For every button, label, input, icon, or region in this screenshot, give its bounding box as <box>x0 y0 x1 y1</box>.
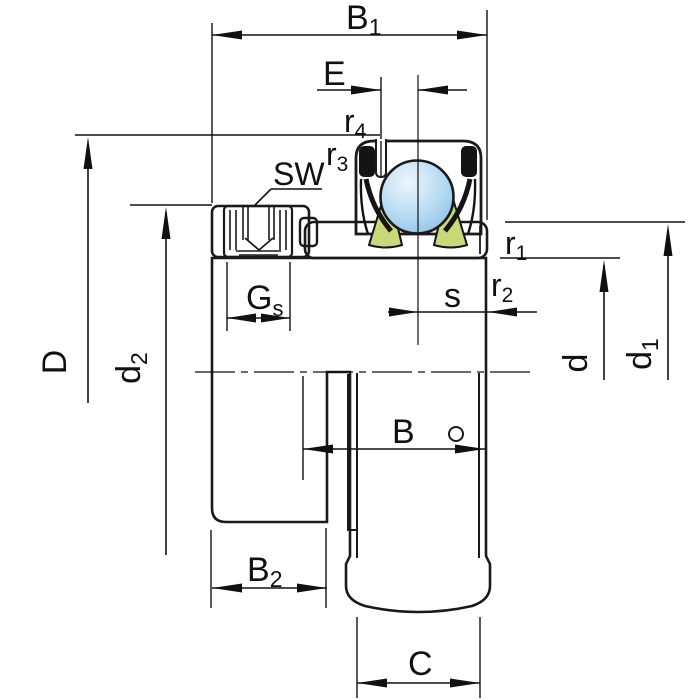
label-r2: r2 <box>491 267 513 307</box>
label-r4: r4 <box>344 103 367 143</box>
arrowhead <box>297 583 327 593</box>
lube-hole <box>448 426 464 442</box>
seal-block <box>461 146 477 177</box>
arrowhead <box>351 85 381 95</box>
dim-b2 <box>210 528 327 608</box>
dim-d1 <box>505 221 685 380</box>
label-sw: SW <box>273 156 325 192</box>
label-d-bore: d <box>557 354 595 373</box>
label-r1: r1 <box>505 225 527 265</box>
arrowhead <box>455 444 485 454</box>
arrowhead <box>161 207 171 239</box>
leader-sw <box>253 188 322 207</box>
dim-gs <box>226 262 291 331</box>
label-r3: r3 <box>326 136 348 176</box>
seal-wall <box>359 178 370 235</box>
arrowhead <box>303 444 333 454</box>
bearing-body <box>210 256 492 614</box>
seal-lip <box>363 178 393 233</box>
arrowhead <box>450 678 480 688</box>
seal-flinger-right <box>432 146 477 249</box>
outer-ring <box>354 139 483 236</box>
seal-lip <box>443 178 473 233</box>
bearing-ball <box>379 159 455 235</box>
dim-s <box>388 307 537 317</box>
sleeve-step-line <box>347 374 358 531</box>
arrowhead <box>83 137 93 169</box>
arrowhead <box>212 30 242 40</box>
arrowhead <box>261 313 290 323</box>
arrowhead <box>212 583 242 593</box>
arrowhead <box>227 313 256 323</box>
seal-wall <box>466 178 477 235</box>
label-d2: d2 <box>110 352 152 384</box>
dim-b <box>303 444 485 454</box>
set-screw <box>222 204 294 259</box>
label-b: B <box>392 413 415 451</box>
label-b1: B1 <box>346 0 381 40</box>
label-e: E <box>323 55 346 93</box>
label-b2: B2 <box>247 551 282 592</box>
arrowhead <box>663 224 673 256</box>
label-gs: Gs <box>246 279 283 321</box>
arrowhead <box>457 30 487 40</box>
hex-socket-cone <box>244 237 274 252</box>
dim-c <box>356 617 481 698</box>
label-c: C <box>408 645 433 683</box>
leader-line <box>253 188 272 207</box>
arrowhead <box>599 260 609 292</box>
dim-b1 <box>211 10 488 220</box>
arrowhead <box>389 307 418 317</box>
arrowhead <box>488 307 517 317</box>
dim-d2 <box>130 204 212 555</box>
label-d-outer: D <box>36 350 74 375</box>
dim-d-outer <box>75 134 380 403</box>
dim-d-bore <box>500 257 620 380</box>
label-d1: d1 <box>621 338 663 370</box>
dim-e <box>317 77 467 139</box>
seal-flinger-left <box>359 146 404 249</box>
arrowhead <box>418 85 448 95</box>
arrowhead <box>357 678 387 688</box>
set-screw-bore <box>222 204 294 259</box>
seal-block <box>359 146 375 177</box>
label-s: s <box>444 277 461 315</box>
